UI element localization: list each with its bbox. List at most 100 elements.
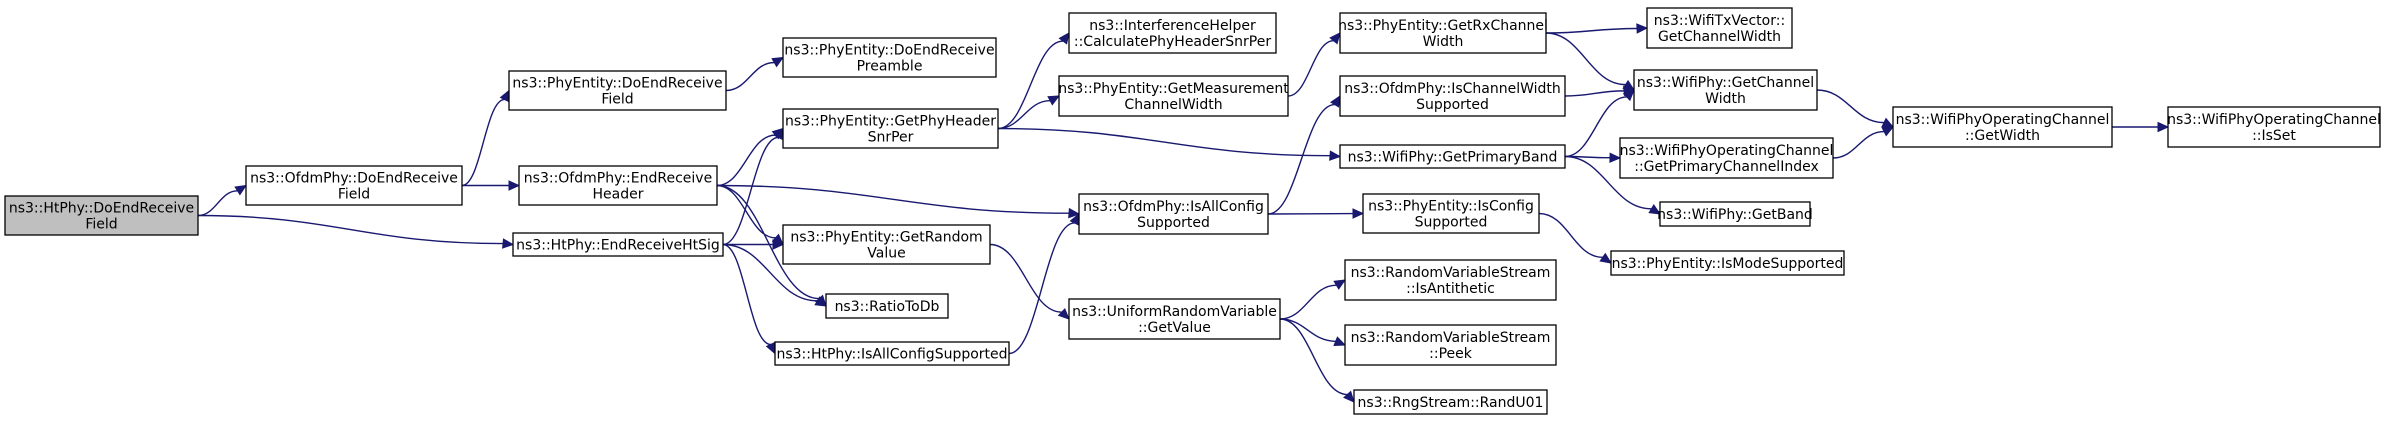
function-node[interactable]: ns3::WifiPhyOperatingChannel::GetWidth [1892,106,2113,148]
edge-line [1538,212,1603,259]
arrowhead-icon [1352,208,1365,219]
node-label: Field [601,92,633,108]
function-node[interactable]: ns3::WifiPhy::GetBand [1657,201,1813,227]
node-box [774,341,1010,366]
function-node[interactable]: ns3::RandomVariableStream::Peek [1344,324,1557,366]
node-label: ns3::InterferenceHelper [1089,18,1256,34]
node-label: ns3::RandomVariableStream [1351,330,1551,346]
node-label: ns3::OfdmPhy::IsChannelWidth [1344,81,1561,97]
function-node[interactable]: ns3::RngStream::RandU01 [1353,389,1548,415]
node-label: ns3::HtPhy::EndReceiveHtSig [516,238,720,254]
node-box [508,70,727,111]
edge-line [997,127,1331,157]
call-edge [989,243,1070,320]
call-edge [1564,155,1662,215]
arrowhead-icon [1329,32,1341,45]
arrowhead-icon [502,238,515,249]
call-edge [197,184,248,217]
function-node[interactable]: ns3::InterferenceHelper::CalculatePhyHea… [1068,12,1277,54]
node-label: Supported [1137,215,1210,231]
arrowhead-icon [1058,32,1070,45]
node-label: Value [867,246,905,262]
node-label: ns3::WifiPhyOperatingChannel [2167,112,2381,128]
edge-line [1008,222,1075,355]
edge-line [197,190,238,217]
node-box [1610,250,1845,276]
function-node[interactable]: ns3::RatioToDb [825,293,949,319]
node-box [782,37,997,78]
node-label: ns3::WifiPhy::GetChannel [1637,75,1814,91]
function-node[interactable]: ns3::PhyEntity::GetMeasurementChannelWid… [1058,75,1289,117]
node-label: ns3::UniformRandomVariable [1072,304,1277,320]
edge-line [716,184,820,300]
arrowhead-icon [1047,95,1061,106]
node-label: ::IsAntithetic [1406,281,1495,297]
edge-line [1279,284,1337,320]
node-box [1068,298,1281,340]
arrowhead-icon [772,239,785,250]
node-label: ns3::HtPhy::DoEndReceive [9,201,194,217]
function-node[interactable]: ns3::PhyEntity::IsModeSupported [1610,250,1845,276]
node-label: ns3::OfdmPhy::IsAllConfig [1083,199,1264,215]
edge-line [722,243,771,346]
function-node[interactable]: ns3::WifiPhy::GetChannelWidth [1633,69,1818,111]
edge-line [1816,89,1885,124]
call-edge [1279,279,1347,320]
arrowhead-icon [1622,89,1635,102]
edge-line [716,184,776,239]
node-label: ns3::RngStream::RandU01 [1358,395,1544,411]
node-box [825,293,949,319]
call-edge [997,95,1061,130]
node-box [782,108,999,149]
call-edge [197,214,515,249]
node-box [1058,75,1289,117]
call-edge [722,243,828,307]
arrowhead-icon [1881,126,1895,137]
edge-line [722,136,779,246]
node-label: ns3::WifiPhy::GetBand [1657,207,1813,223]
node-box [1339,75,1566,117]
function-node[interactable]: ns3::HtPhy::EndReceiveHtSig [512,232,724,257]
function-node[interactable]: ns3::WifiPhyOperatingChannel::GetPrimary… [1619,137,1834,179]
arrowhead-icon [814,296,828,307]
function-node[interactable]: ns3::RandomVariableStream::IsAntithetic [1344,259,1557,301]
arrowhead-icon [1881,117,1895,128]
node-label: Field [338,187,370,203]
node-label: ns3::PhyEntity::DoEndReceive [512,76,722,92]
edge-line [989,243,1062,313]
function-node[interactable]: ns3::WifiTxVector::GetChannelWidth [1646,7,1793,49]
function-node[interactable]: ns3::OfdmPhy::IsAllConfigSupported [1078,193,1269,235]
call-edge [1267,94,1341,215]
function-node[interactable]: ns3::HtPhy::IsAllConfigSupported [774,341,1010,366]
function-node[interactable]: ns3::UniformRandomVariable::GetValue [1068,298,1281,340]
call-edge [725,56,785,92]
function-node[interactable]: ns3::WifiPhy::GetPrimaryBand [1339,144,1566,169]
node-label: ::GetWidth [1965,128,2040,144]
call-edge [1538,212,1613,264]
arrowhead-icon [1333,279,1347,290]
node-label: ns3::RatioToDb [835,299,940,315]
node-label: ns3::PhyEntity::GetRxChannel [1338,18,1548,34]
node-label: ChannelWidth [1124,97,1222,113]
edge-line [461,98,505,187]
function-node[interactable]: ns3::WifiPhyOperatingChannel::IsSet [2167,106,2381,148]
call-edge [1564,85,1636,97]
call-edge [1832,126,1895,159]
arrowhead-icon [1068,207,1081,219]
node-label: GetChannelWidth [1658,29,1781,45]
node-label: ns3::PhyEntity::GetPhyHeader [785,114,996,130]
node-label: Preamble [857,59,923,75]
arrowhead-icon [1636,23,1649,34]
arrowhead-icon [1057,307,1070,320]
